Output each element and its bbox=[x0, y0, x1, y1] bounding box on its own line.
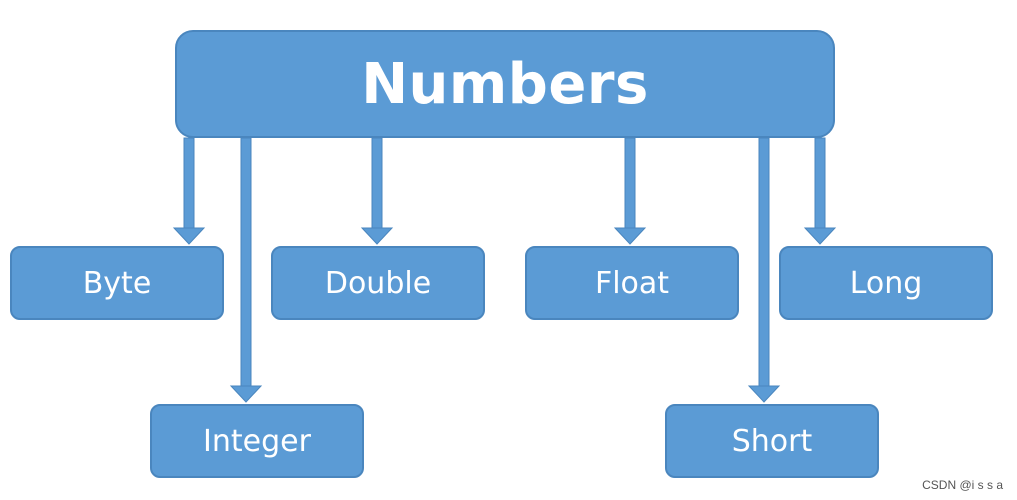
arrow-to-float bbox=[613, 137, 647, 245]
arrow-to-double bbox=[360, 137, 394, 245]
node-long: Long bbox=[779, 246, 993, 320]
watermark-text: CSDN @i s s a bbox=[922, 478, 1003, 492]
node-long-label: Long bbox=[849, 265, 923, 301]
arrow-to-integer bbox=[229, 137, 263, 403]
arrow-to-long bbox=[803, 137, 837, 245]
node-short-label: Short bbox=[731, 423, 813, 459]
root-node-label: Numbers bbox=[361, 51, 649, 117]
arrow-to-byte bbox=[172, 137, 206, 245]
node-integer-label: Integer bbox=[203, 423, 311, 459]
node-double-label: Double bbox=[324, 265, 432, 301]
node-double: Double bbox=[271, 246, 485, 320]
node-byte-label: Byte bbox=[82, 265, 152, 301]
node-float: Float bbox=[525, 246, 739, 320]
node-integer: Integer bbox=[150, 404, 364, 478]
node-short: Short bbox=[665, 404, 879, 478]
arrow-to-short bbox=[747, 137, 781, 403]
root-node-numbers: Numbers bbox=[175, 30, 835, 138]
node-byte: Byte bbox=[10, 246, 224, 320]
node-float-label: Float bbox=[594, 265, 670, 301]
